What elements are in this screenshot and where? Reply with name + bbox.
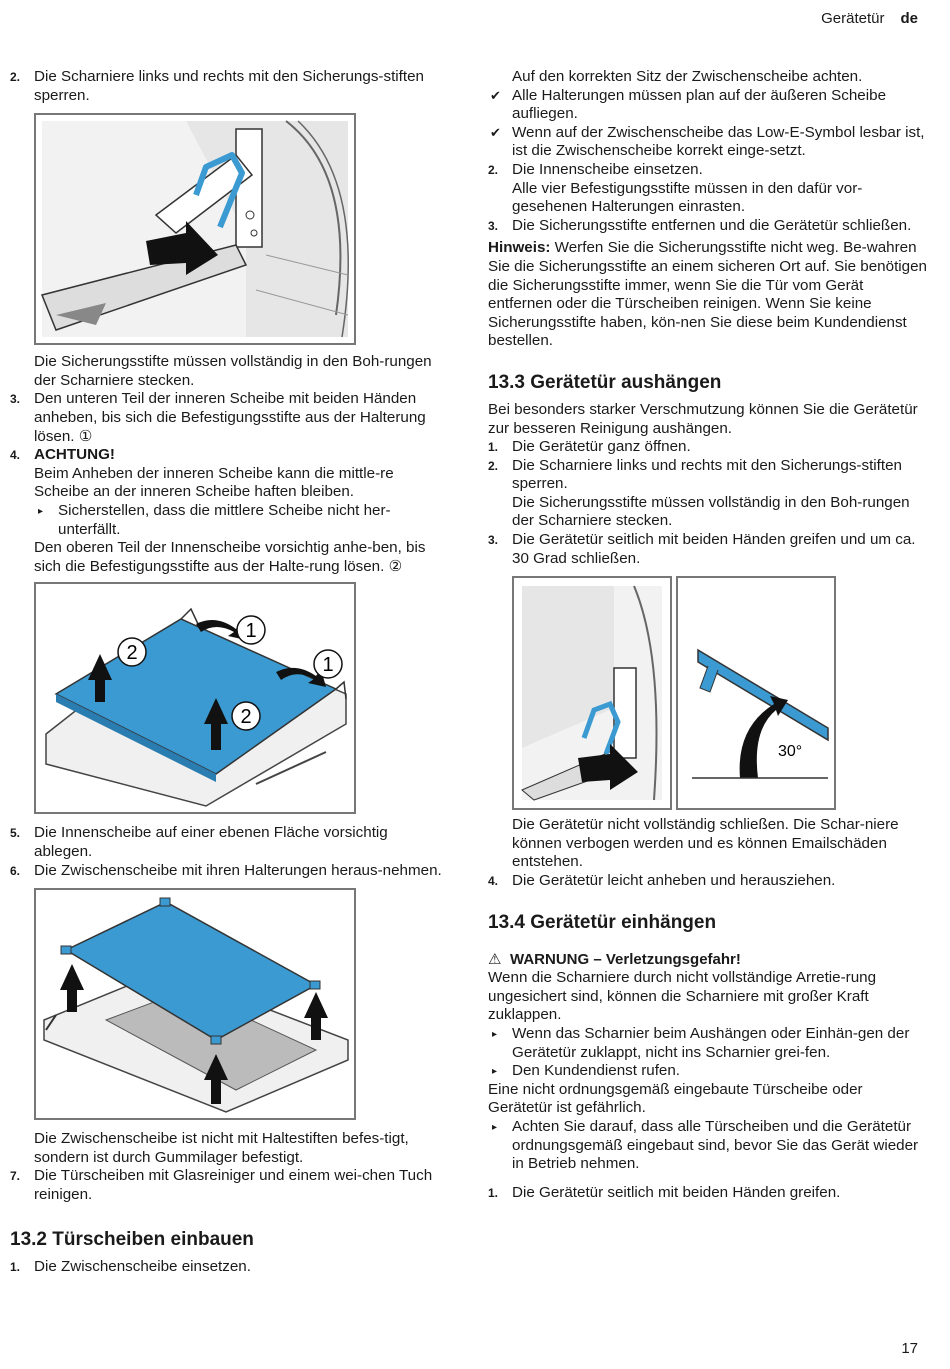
warning-text-2: Eine nicht ordnungsgemäß eingebaute Türs… [488, 1080, 863, 1117]
step-a1-open-door: 1. Die Gerätetür ganz öffnen. [488, 438, 691, 456]
step-a3-grip-close: 3. Die Gerätetür seitlich mit beiden Hän… [488, 531, 916, 567]
figure-hinge-locked-door [512, 576, 672, 811]
step-2-insert-inner: 2. Die Innenscheibe einsetzen. [488, 160, 703, 178]
angle-label: 30° [778, 743, 802, 760]
page-header: Gerätetür de [821, 10, 918, 29]
step-3-remove-pins: 3. Die Sicherungsstifte entfernen und di… [488, 216, 912, 234]
intro-13-3: Bei besonders starker Verschmutzung könn… [488, 400, 918, 437]
heading-13-2: 13.2 Türscheiben einbauen [10, 1229, 254, 1251]
heading-13-3: 13.3 Gerätetür aushängen [488, 371, 722, 393]
fig-label-1b: 1 [322, 654, 333, 676]
fig-label-2b: 2 [240, 706, 251, 728]
hint-paragraph: Hinweis: Werfen Sie die Sicherungsstifte… [488, 239, 928, 350]
fig-label-2a: 2 [126, 642, 137, 664]
step-2-detail: Alle vier Befestigungsstifte müssen in d… [512, 179, 863, 216]
step-5-place-pane: 5. Die Innenscheibe auf einer ebenen Flä… [10, 824, 388, 860]
triangle-bullet-icon: ▸ [492, 1121, 498, 1133]
step-a4-lift-remove: 4. Die Gerätetür leicht anheben und hera… [488, 872, 836, 890]
warning-bullet-3: ▸ Achten Sie darauf, dass alle Türscheib… [492, 1117, 919, 1173]
warning-bullet-2: ▸ Den Kundendienst rufen. [488, 1062, 928, 1081]
note-rubber-mounts: Die Zwischenscheibe ist nicht mit Haltes… [34, 1130, 409, 1166]
check-icon: ✔ [490, 87, 501, 103]
figure-lift-inner-pane: 1 1 2 2 [34, 582, 356, 815]
caution-bullet: ▸ Sicherstellen, dass die mittlere Schei… [38, 501, 391, 538]
check-seat-text: Auf den korrekten Sitz der Zwischenschei… [512, 68, 863, 85]
step-2-lock-hinges: 2. Die Scharniere links und rechts mit d… [10, 68, 424, 104]
check-icon: ✔ [490, 124, 501, 140]
step-1-insert-middle: 1. Die Zwischenscheibe einsetzen. [10, 1258, 251, 1276]
header-section: Gerätetür [821, 10, 885, 27]
step-a2-detail: Die Sicherungsstifte müssen vollständig … [512, 493, 910, 530]
figure-row-door-removal: 30° [512, 576, 928, 811]
header-lang: de [900, 10, 918, 27]
figure-hinge-lock [34, 113, 356, 346]
step-e1-grip-door: 1. Die Gerätetür seitlich mit beiden Hän… [488, 1183, 841, 1201]
triangle-bullet-icon: ▸ [492, 1029, 498, 1040]
figure-remove-middle-pane [34, 888, 356, 1121]
caution-text: Beim Anheben der inneren Scheibe kann di… [34, 464, 394, 501]
triangle-bullet-icon: ▸ [492, 1066, 498, 1078]
step-6-remove-middle: 6. Die Zwischenscheibe mit ihren Halteru… [10, 861, 442, 879]
right-column: Auf den korrekten Sitz der Zwischenschei… [488, 68, 928, 1202]
figure-close-30-degrees: 30° [676, 576, 836, 811]
note-pins-inserted: Die Sicherungsstifte müssen vollständig … [34, 353, 432, 389]
step-a2-lock-hinges: 2. Die Scharniere links und rechts mit d… [488, 456, 902, 493]
warning-heading: ⚠WARNUNG – Verletzungsgefahr! [488, 950, 741, 968]
lift-upper-text: Den oberen Teil der Innenscheibe vorsich… [34, 539, 426, 575]
check-item-2: ✔ Wenn auf der Zwischenscheibe das Low-E… [490, 123, 925, 160]
check-item-1: ✔ Alle Halterungen müssen plan auf der ä… [490, 86, 887, 123]
step-7-clean: 7. Die Türscheiben mit Glasreiniger und … [10, 1167, 433, 1203]
fig-label-1a: 1 [245, 620, 256, 642]
step-4-caution: 4. ACHTUNG! [10, 446, 115, 464]
warning-text: Wenn die Scharniere durch nicht vollstän… [488, 969, 877, 1024]
page-number: 17 [901, 1340, 918, 1358]
warning-icon: ⚠ [488, 950, 502, 968]
warning-bullet-1: ▸ Wenn das Scharnier beim Aushängen oder… [492, 1025, 910, 1061]
heading-13-4: 13.4 Gerätetür einhängen [488, 911, 717, 933]
step-3-lift-lower: 3. Den unteren Teil der inneren Scheibe … [10, 390, 426, 445]
triangle-bullet-icon: ▸ [38, 505, 44, 517]
warning-not-fully-close: Die Gerätetür nicht vollständig schließe… [512, 816, 899, 871]
left-column: 2. Die Scharniere links und rechts mit d… [10, 68, 445, 1277]
